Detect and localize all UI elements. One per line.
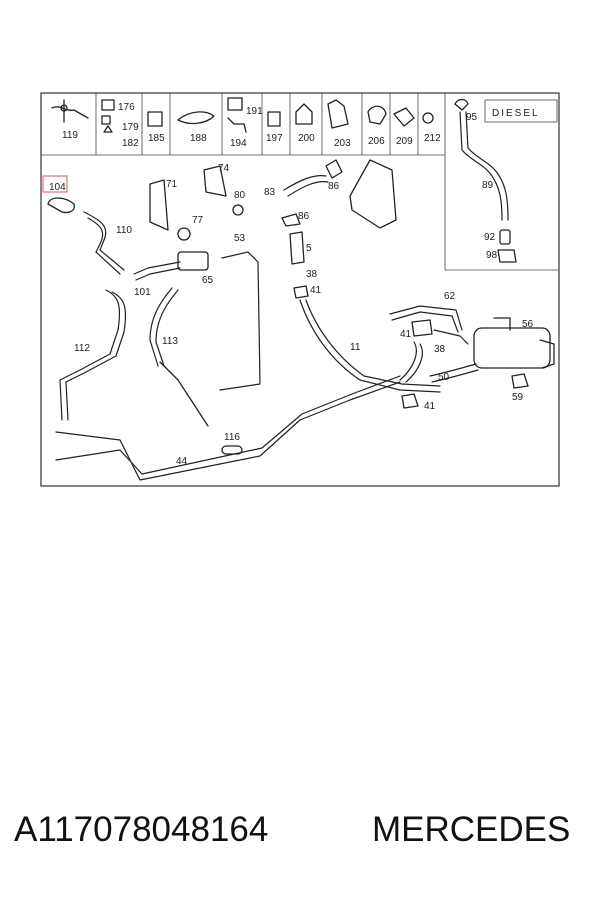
header-label: 194 [230, 138, 247, 149]
inset-title: DIESEL [492, 108, 540, 119]
inset-label: 98 [486, 250, 498, 261]
header-label: 188 [190, 133, 207, 144]
header-label: 176 [118, 102, 135, 113]
header-label: 179 [122, 122, 139, 133]
header-label: 119 [62, 130, 78, 141]
inset-drawing [454, 98, 517, 263]
callout-label: 50 [438, 372, 450, 383]
diagram-frame [40, 92, 560, 487]
callout-label: 113 [162, 336, 178, 347]
callout-label: 53 [234, 233, 246, 244]
callout-label: 101 [134, 287, 151, 298]
callout-label: 83 [264, 187, 276, 198]
callout-label: 65 [202, 275, 214, 286]
inset-title-box [484, 99, 558, 123]
callout-label: 112 [74, 343, 90, 354]
diagram-labels: 119 176 179 182 185 188 191 194 197 200 203 206 209 2… [49, 102, 540, 467]
callout-label: 116 [224, 432, 240, 443]
callout-label: 74 [218, 163, 230, 174]
callout-label: 38 [434, 344, 446, 355]
header-label: 209 [396, 136, 413, 147]
callout-label: 110 [116, 225, 132, 236]
callout-label: 62 [444, 291, 456, 302]
callout-label: 104 [49, 182, 66, 193]
inset-label: 95 [466, 112, 478, 123]
callout-label: 41 [400, 329, 412, 340]
callout-label: 77 [192, 215, 204, 226]
main-drawing [47, 159, 555, 481]
header-label: 185 [148, 133, 165, 144]
callout-label: 86 [328, 181, 340, 192]
callout-label: 59 [512, 392, 524, 403]
part-number: A117078048164 [14, 810, 269, 849]
header-label: 182 [122, 138, 139, 149]
callout-label: 56 [522, 319, 534, 330]
callout-label: 80 [234, 190, 246, 201]
callout-label: 41 [310, 285, 322, 296]
callout-label: 11 [350, 342, 361, 353]
header-label: 206 [368, 136, 385, 147]
header-label: 200 [298, 133, 315, 144]
header-label: 191 [246, 106, 263, 117]
header-label: 203 [334, 138, 351, 149]
callout-label: 86 [298, 211, 310, 222]
callout-label: 44 [176, 456, 188, 467]
header-label: 212 [424, 133, 441, 144]
brand-name: MERCEDES [372, 810, 571, 849]
callout-label: 5 [306, 243, 312, 254]
header-icons [51, 97, 434, 133]
callout-label: 41 [424, 401, 436, 412]
header-label: 197 [266, 133, 283, 144]
callout-label: 38 [306, 269, 318, 280]
highlight-box [42, 175, 68, 193]
callout-label: 71 [166, 179, 178, 190]
header-cells [95, 93, 419, 155]
inset-label: 89 [482, 180, 494, 191]
parts-diagram: 119 176 179 182 185 188 191 194 197 200 203 206 209 2… [40, 92, 560, 487]
inset-label: 92 [484, 232, 496, 243]
